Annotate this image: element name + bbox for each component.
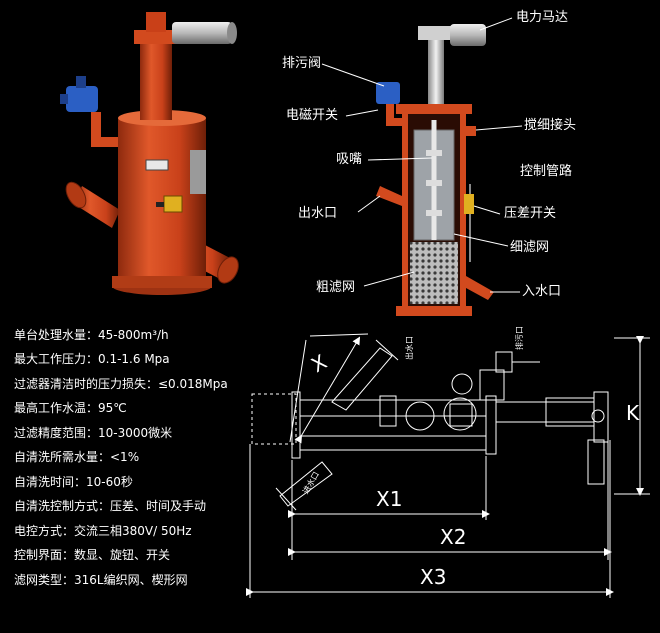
leader-lines (321, 17, 523, 293)
label-inlet: 入水口 (522, 284, 562, 299)
dim-label-x2: X2 (440, 525, 466, 549)
inlet-nozzle (466, 276, 494, 300)
label-outlet: 出水口 (298, 206, 338, 221)
drain-valve-3d (66, 86, 98, 112)
spec-item: 过滤器清洁时的压力损失：≤0.018Mpa (14, 377, 228, 391)
spec-item: 自清洗所需水量：<1% (14, 450, 140, 464)
drawing-left-dashed (251, 393, 297, 445)
spec-item: 控制界面：数显、旋钮、开关 (14, 548, 171, 562)
spec-item: 最大工作压力：0.1-1.6 Mpa (14, 352, 170, 366)
spec-item: 滤网类型：316L编织网、楔形网 (14, 573, 188, 587)
dim-label-k: K (626, 401, 640, 425)
spec-item: 电控方式：交流三相380V/ 50Hz (14, 524, 192, 538)
pressure-switch (464, 194, 474, 214)
drawing-motor (593, 391, 609, 443)
label-suction-nozzle: 吸嘴 (336, 152, 363, 167)
drain-valve-cutaway (376, 82, 400, 104)
spec-item: 自清洗时间：10-60秒 (14, 475, 133, 489)
label-motor: 电力马达 (516, 10, 569, 25)
port-label-outlet: 出水口 (404, 336, 414, 360)
spec-item: 自清洗控制方式：压差、时间及手动 (14, 499, 207, 513)
drawing-motor-shaft (495, 401, 595, 423)
drive-shaft (428, 34, 444, 112)
side-hatch (190, 150, 206, 194)
dim-label-x3: X3 (420, 565, 446, 589)
dim-label-x1: X1 (376, 487, 402, 511)
dimension-drawing (246, 333, 650, 598)
drawing-body (299, 399, 487, 451)
label-pressure-switch: 压差开关 (504, 206, 557, 221)
spec-item: 最高工作水温：95℃ (14, 401, 127, 415)
motor-3d (172, 22, 232, 44)
dim-line-x (294, 336, 361, 444)
coarse-screen (410, 242, 458, 304)
label-coarse-screen: 粗滤网 (316, 280, 356, 295)
outlet-pipe (65, 181, 120, 228)
label-fine-screen: 细滤网 (510, 240, 550, 255)
label-stir-joint: 搅细接头 (524, 118, 577, 133)
nameplate (145, 159, 169, 171)
filter-cutaway-illustration (321, 17, 523, 316)
label-drain-valve: 排污阀 (282, 56, 322, 71)
filter-3d-illustration (60, 12, 239, 295)
label-control-pipe: 控制管路 (520, 164, 573, 179)
label-solenoid-switch: 电磁开关 (286, 108, 339, 123)
pressure-switch-box (163, 195, 183, 213)
spec-item: 过滤精度范围：10-3000微米 (14, 426, 173, 440)
dim-label-x: X (307, 349, 331, 377)
outlet-nozzle (376, 186, 402, 206)
port-label-drain: 排污口 (514, 326, 524, 350)
upper-column (140, 34, 172, 120)
motor-cutaway (450, 24, 486, 46)
spec-item: 单台处理水量：45-800m³/h (14, 328, 169, 342)
port-label-inlet: 进水口 (300, 470, 321, 496)
